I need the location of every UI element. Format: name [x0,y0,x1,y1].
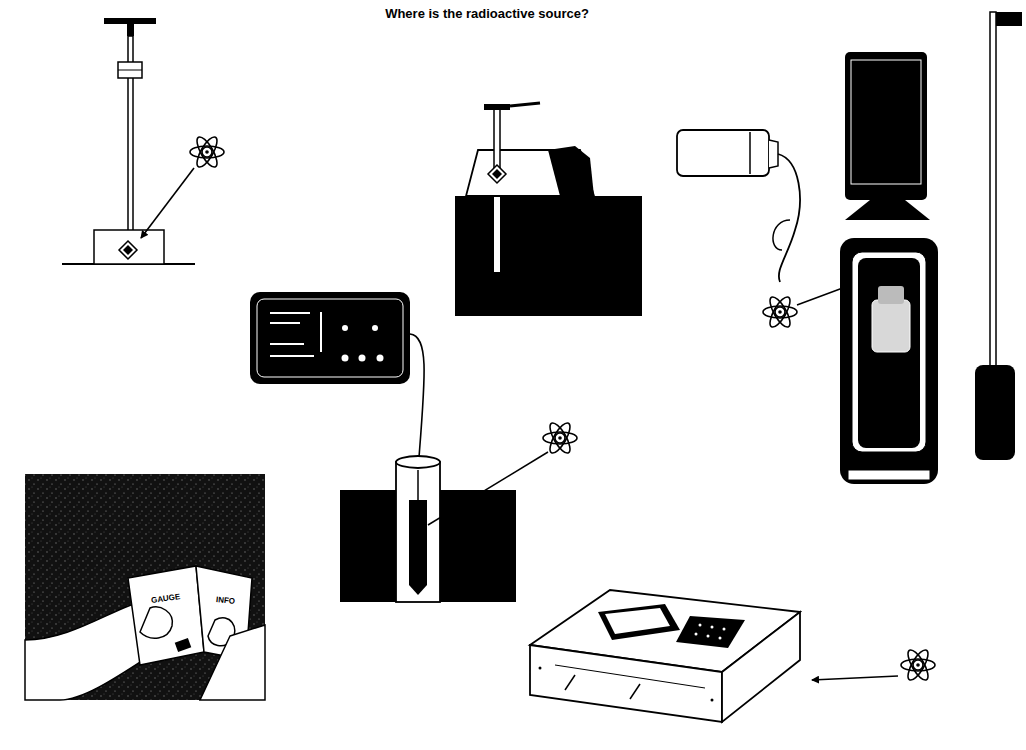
portable-gauges [677,12,1022,484]
moisture-density-gauge [455,103,642,316]
paper-label: INFO [216,595,236,606]
borehole-gauge [250,292,577,602]
person-reading [25,474,265,700]
diagram-title: Where is the radioactive source? [385,6,589,21]
rod-gauge [62,18,224,264]
benchtop-gauge [530,590,935,722]
